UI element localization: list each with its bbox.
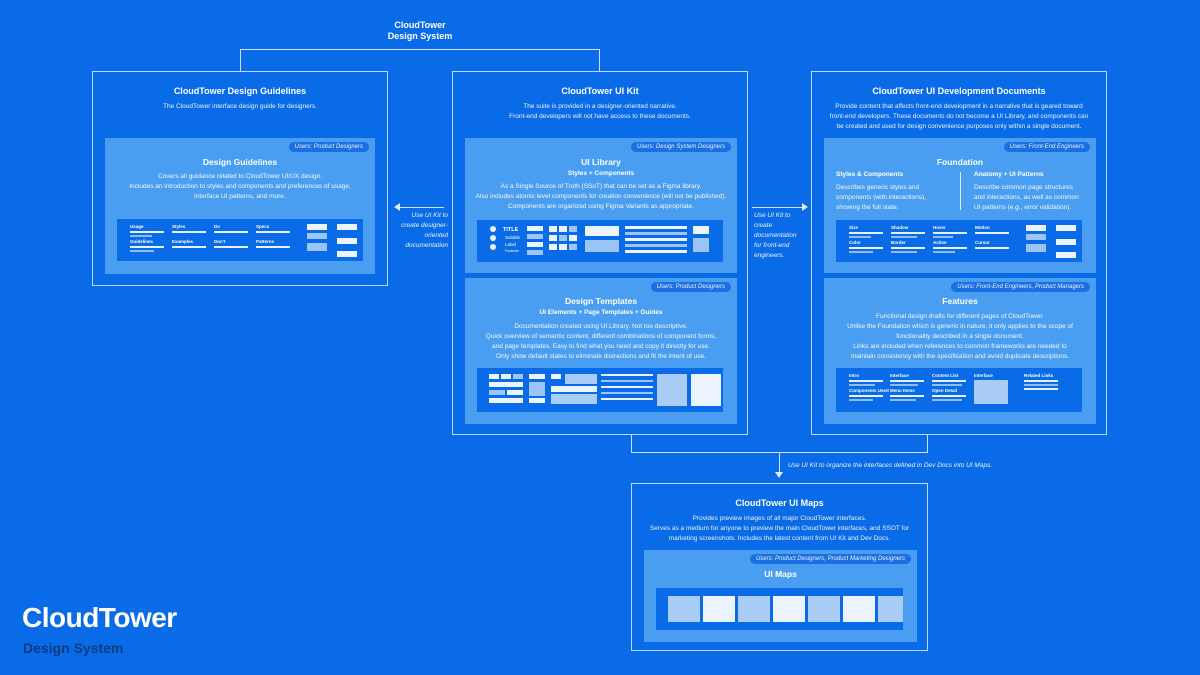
preview-label: Don't [214, 239, 226, 244]
preview-label: Menu Items [890, 388, 915, 393]
brand-name: CloudTower [22, 602, 177, 633]
connector-root-right [599, 49, 600, 71]
guidelines-frame: CloudTower Design Guidelines The CloudTo… [92, 71, 388, 286]
foundation-col2-title: Anatomy + UI Patterns [974, 171, 1044, 178]
foundation-divider [960, 172, 961, 210]
preview-label: Border [891, 240, 906, 245]
preview-label: Patterns [256, 239, 275, 244]
maps-panel-title: UI Maps [764, 569, 797, 579]
arrow-down-label: Use UI Kit to organize the interfaces de… [788, 462, 993, 469]
templates-subtitle: UI Elements + Page Templates + Guides [539, 309, 663, 316]
uikit-frame: CloudTower UI Kit The suite is provided … [452, 71, 748, 435]
brand-subtitle: Design System [23, 640, 124, 656]
library-preview-strip: TITLE Subtitle Label Footnote [477, 220, 723, 262]
preview-label: Size [849, 225, 859, 230]
uikit-desc: The suite is provided in a designer-orie… [509, 103, 691, 120]
preview-label: Usage [130, 224, 144, 229]
foundation-title: Foundation [936, 157, 984, 167]
preview-label: Cursor [975, 240, 990, 245]
guidelines-panel-title: Design Guidelines [202, 157, 278, 167]
down-connector-left [631, 435, 632, 452]
preview-label: Interface [890, 373, 909, 378]
maps-preview-strip [656, 588, 903, 630]
preview-label: Components Used [849, 388, 889, 393]
down-connector-right [927, 435, 928, 452]
connector-root-top [240, 49, 600, 50]
features-badge: Users: Front-End Engineers, Product Mana… [951, 282, 1090, 292]
library-subtitle: Styles + Components [567, 170, 635, 177]
library-badge: Users: Design System Designers [630, 142, 731, 152]
foundation-col2-desc: Describe common page structures and inte… [974, 184, 1079, 211]
features-preview-strip: Intro Interface Content List Interface R… [836, 368, 1082, 412]
preview-label: Content List [932, 373, 959, 378]
library-title: UI Library [581, 157, 621, 167]
down-arrow-line [779, 453, 780, 473]
foundation-col1-title: Styles & Components [836, 171, 904, 178]
uikit-title: CloudTower UI Kit [561, 86, 639, 96]
templates-desc: Documentation created using UI Library. … [485, 323, 717, 360]
devdocs-desc: Provide content that affects front-end d… [829, 103, 1089, 130]
features-panel: Users: Front-End Engineers, Product Mana… [824, 278, 1096, 424]
templates-preview-strip [477, 368, 723, 412]
features-desc: Functional design drafts for different p… [847, 313, 1073, 360]
maps-title: CloudTower UI Maps [735, 498, 824, 508]
devdocs-frame: CloudTower UI Development Documents Prov… [811, 71, 1107, 435]
type-sample: Label [505, 242, 517, 247]
templates-title: Design Templates [564, 296, 638, 306]
preview-label: Intro [849, 373, 859, 378]
library-panel: Users: Design System Designers UI Librar… [465, 138, 737, 273]
guidelines-panel-desc: Covers all guidance related to CloudTowe… [129, 173, 351, 200]
templates-badge: Users: Product Designers [650, 282, 731, 292]
guidelines-badge: Users: Product Designers [288, 142, 369, 152]
preview-label: Open Detail [932, 388, 958, 393]
type-sample: Subtitle [505, 235, 521, 240]
preview-label: Active [933, 240, 947, 245]
down-arrow-head [775, 472, 783, 478]
guidelines-title: CloudTower Design Guidelines [173, 86, 307, 96]
library-desc: As a Single Source of Truth (SSoT) that … [475, 183, 727, 210]
arrow-left-label: Use UI Kit to create designer- oriented … [401, 212, 448, 249]
preview-label: Shadow [891, 225, 909, 230]
maps-desc: Provides preview images of all major Clo… [649, 515, 910, 542]
guidelines-panel: Users: Product Designers Design Guidelin… [105, 138, 375, 274]
preview-label: Color [849, 240, 861, 245]
preview-label: Do [214, 224, 220, 229]
type-sample: Footnote [505, 249, 519, 253]
guidelines-preview-strip: Usage Styles Do Specs Guidelines Example… [117, 219, 363, 261]
templates-panel: Users: Product Designers Design Template… [465, 278, 737, 424]
arrow-right-head [802, 203, 808, 211]
down-connector-bottom [631, 452, 928, 453]
preview-label: Guidelines [130, 239, 154, 244]
foundation-preview-strip: Size Shadow Hover Motion Color Border Ac… [836, 220, 1082, 262]
preview-label: Examples [172, 239, 194, 244]
features-title: Features [942, 296, 978, 306]
foundation-col1-desc: Describes generic styles and components … [836, 184, 926, 211]
foundation-badge: Users: Front-End Engineers [1003, 142, 1090, 152]
devdocs-title: CloudTower UI Development Documents [872, 86, 1046, 96]
guidelines-desc: The CloudTower interface design guide fo… [163, 103, 317, 110]
root-title: CloudTower Design System [387, 20, 453, 41]
preview-label: Specs [256, 224, 270, 229]
preview-label: Styles [172, 224, 186, 229]
preview-label: Hover [933, 225, 946, 230]
maps-frame: CloudTower UI Maps Provides preview imag… [631, 483, 928, 651]
type-sample: TITLE [503, 227, 519, 233]
arrow-right-line [752, 207, 804, 208]
arrow-left-line [398, 207, 444, 208]
preview-label: Related Links [1024, 373, 1054, 378]
arrow-left-head [394, 203, 400, 211]
arrow-right-label: Use UI Kit to create documentation for f… [754, 212, 797, 259]
connector-root-left [240, 49, 241, 71]
preview-label: Interface [974, 373, 993, 378]
maps-panel: Users: Product Designers, Product Market… [644, 550, 917, 642]
preview-label: Motion [975, 225, 990, 230]
foundation-panel: Users: Front-End Engineers Foundation St… [824, 138, 1096, 273]
maps-badge: Users: Product Designers, Product Market… [749, 554, 911, 564]
